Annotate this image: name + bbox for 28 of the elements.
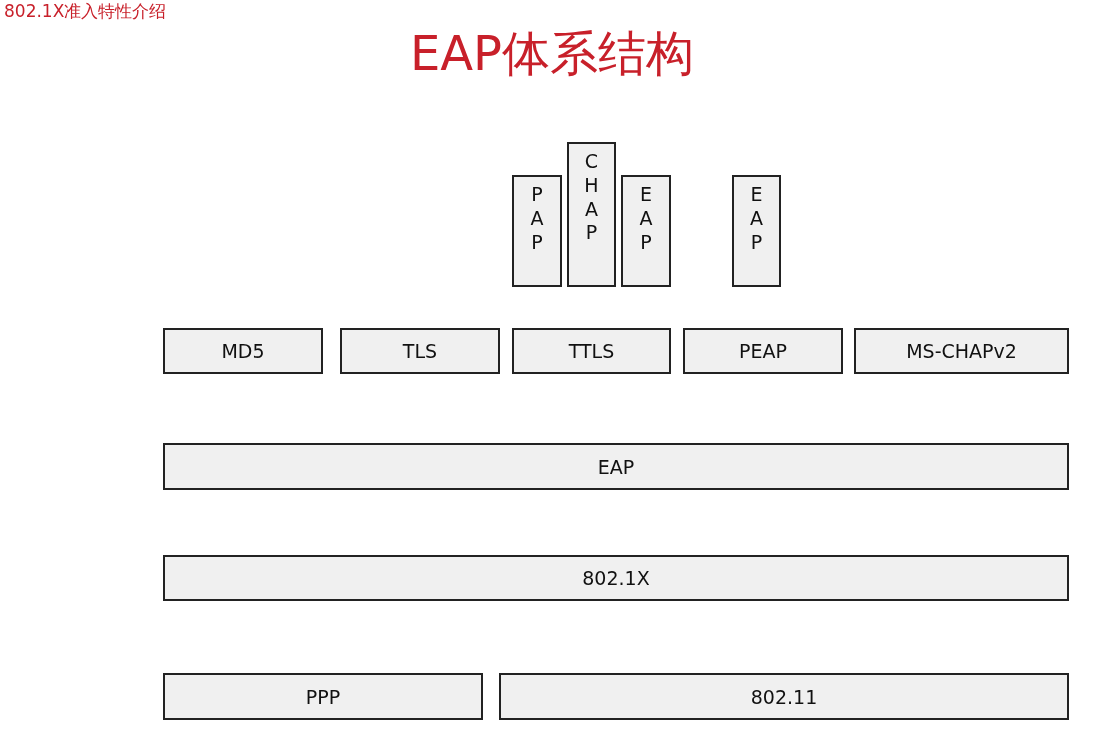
protocol-column [512,175,562,287]
diagram-title: EAP体系结构 [408,24,696,83]
protocol-column [567,142,616,287]
protocol-layer-box [163,673,483,720]
protocol-name: MS-CHAPv2 [906,340,1017,362]
protocol-name: PAP [529,183,545,255]
protocol-name: MD5 [221,340,265,362]
protocol-name: PPP [305,685,341,708]
protocol-name: CHAP [583,150,600,245]
protocol-layer-box [340,328,500,374]
protocol-layer-box [499,673,1069,720]
protocol-layer-box [854,328,1069,374]
protocol-name: TTLS [568,340,615,362]
protocol-name: PEAP [739,340,787,362]
protocol-name: EAP [597,455,635,478]
protocol-name: EAP [638,183,654,255]
protocol-layer-box [163,443,1069,490]
protocol-layer-box [683,328,843,374]
protocol-column [621,175,671,287]
protocol-layer-box [163,328,323,374]
protocol-name: EAP [749,183,764,255]
protocol-name: 802.11 [750,685,818,708]
protocol-name: TLS [402,340,438,362]
slide-header: 802.1X准入特性介绍 [4,0,167,23]
protocol-layer-box [163,555,1069,601]
protocol-layer-box [512,328,671,374]
protocol-column [732,175,781,287]
protocol-name: 802.1X [582,567,650,589]
